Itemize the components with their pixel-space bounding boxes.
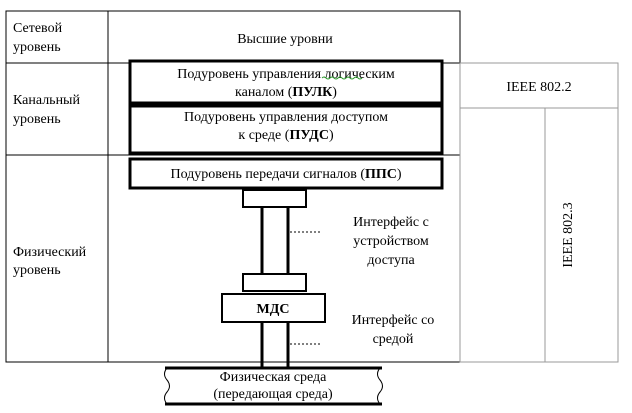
level-physical-line1: Физический — [13, 245, 87, 260]
mac-abbreviation: ПУДС — [289, 128, 329, 143]
level-network-line2: уровень — [13, 40, 61, 55]
spellcheck-underline — [321, 76, 363, 80]
pls-label: Подуровень передачи сигналов (ППС) — [170, 167, 401, 182]
level-network-line1: Сетевой — [13, 21, 63, 36]
aui-connector-top — [242, 189, 307, 208]
aui-cable — [242, 189, 307, 292]
aui-interface-line1: Интерфейс с — [353, 215, 429, 230]
pls-sublayer-box — [128, 157, 444, 190]
mdi-interface-line1: Интерфейс со — [352, 313, 435, 328]
pls-label-text: Подуровень передачи сигналов ( — [170, 167, 365, 182]
mac-close-paren: ) — [329, 128, 334, 143]
aui-interface-line3: доступа — [367, 253, 415, 268]
llc-sublayer-box — [128, 59, 444, 105]
llc-label-line1: Подуровень управления логическим — [177, 67, 395, 82]
llc-label-text: каналом ( — [235, 85, 293, 100]
mac-label-line1: Подуровень управления доступом — [184, 110, 388, 125]
medium-right-break — [377, 367, 383, 405]
ieee-8023-label: IEEE 802.3 — [561, 202, 576, 267]
llc-close-paren: ) — [332, 85, 337, 100]
mac-label-line2: к среде (ПУДС) — [238, 128, 334, 143]
mau-label: МДС — [257, 302, 290, 317]
aui-connector-bottom — [242, 273, 307, 292]
pls-abbreviation: ППС — [365, 167, 397, 182]
mdi-interface-line2: средой — [373, 332, 414, 347]
ieee-8022-label: IEEE 802.2 — [506, 80, 571, 95]
mau-box — [221, 293, 326, 323]
level-datalink-line2: уровень — [13, 112, 61, 127]
level-datalink-line1: Канальный — [13, 93, 80, 108]
upper-layers-label: Высшие уровни — [237, 32, 333, 47]
llc-label-line2: каналом (ПУЛК) — [235, 85, 337, 100]
mac-label-text: к среде ( — [238, 128, 289, 143]
llc-abbreviation: ПУЛК — [292, 85, 333, 100]
medium-left-break — [164, 367, 170, 405]
medium-label-line2: (передающая среда) — [213, 387, 333, 402]
medium-label-line1: Физическая среда — [220, 370, 328, 385]
ieee-standards-frame — [459, 62, 619, 363]
pls-close-paren: ) — [397, 167, 402, 182]
aui-interface-line2: устройством — [353, 234, 429, 249]
mac-sublayer-box — [128, 104, 444, 155]
physical-medium: Физическая среда (передающая среда) — [164, 366, 383, 406]
level-physical-line2: уровень — [13, 263, 61, 278]
